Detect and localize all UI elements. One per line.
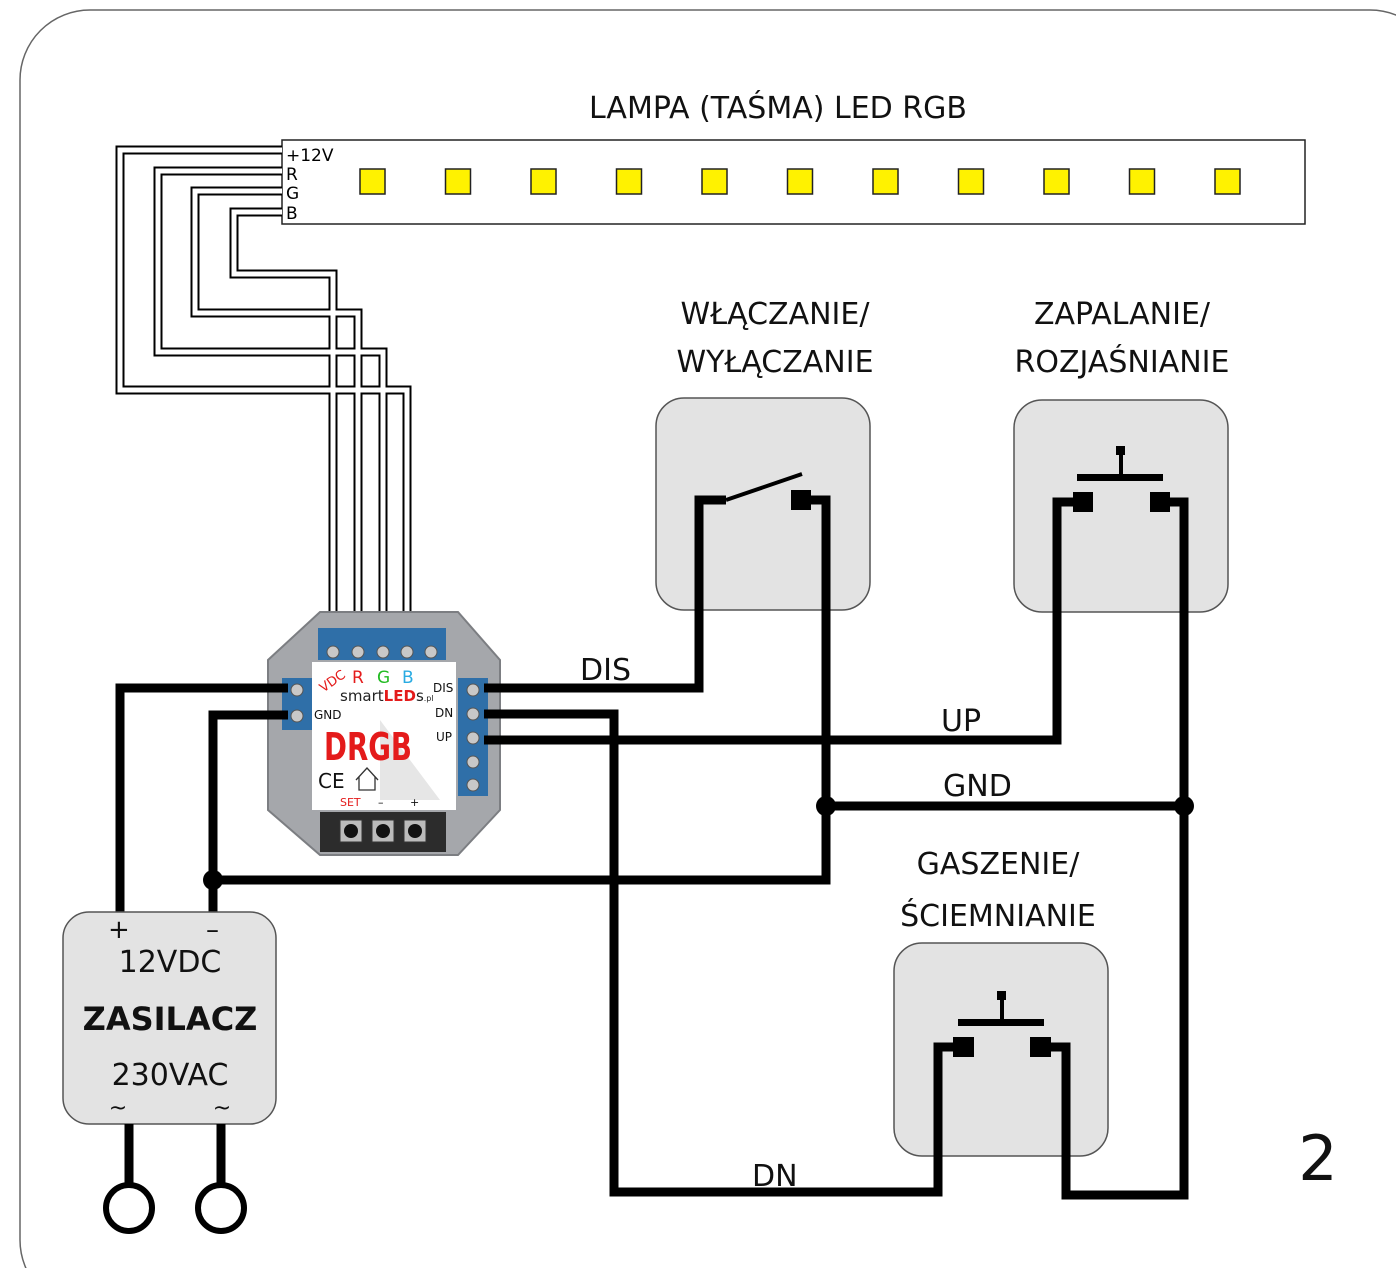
psu-output-label: 12VDC [119,945,222,980]
psu-ac-right: ~ [213,1096,231,1121]
ctrl-btn-plus-label: + [410,796,419,809]
figure-number: 2 [1298,1122,1337,1195]
ctrl-label-dis: DIS [433,681,453,695]
onoff-switch-box [655,397,871,611]
push-button-symbol-up [1073,446,1170,512]
ctrl-btn-set-label: SET [340,796,361,809]
ctrl-label-gnd: GND [314,708,342,722]
led-9 [1043,168,1070,195]
strip-pin-12v: +12V [286,146,334,166]
wire-label-gnd: GND [943,769,1012,804]
led-3 [530,168,557,195]
led-10 [1128,168,1156,195]
power-supply-box [62,911,277,1125]
onoff-label-line2: WYŁĄCZANIE [676,345,873,380]
strip-pin-b: B [286,204,298,224]
signal-wires [115,495,1189,1200]
toggle-switch-symbol [725,472,811,510]
up-label-line2: ROZJAŚNIANIE [1015,343,1230,380]
down-button-box [893,942,1109,1157]
psu-minus-label: – [206,915,219,945]
home-icon [355,767,379,791]
strip-pin-r: R [286,165,298,185]
strip-pin-labels: +12V R G B [286,146,334,224]
push-button-symbol-down [953,991,1051,1057]
ctrl-btn-minus-label: – [378,796,384,809]
strip-title: LAMPA (TAŚMA) LED RGB [589,89,967,126]
strip-wires [115,145,412,628]
psu-name: ZASILACZ [83,1000,258,1038]
led-strip-leds [359,168,1241,195]
wire-label-dn: DN [752,1159,798,1194]
ctrl-label-r: R [352,668,364,688]
drgb-controller: VDC R G B smartLEDs.pl GND DIS DN UP DRG… [267,611,501,856]
led-11 [1214,168,1241,195]
ctrl-label-g: G [377,668,390,688]
wire-junctions [203,796,1194,890]
ctrl-ce-mark: CE [318,769,345,793]
ctrl-label-b: B [402,668,414,688]
ctrl-model: DRGB [324,725,412,769]
ctrl-label-up: UP [436,730,452,744]
ctrl-label-dn: DN [435,706,453,720]
led-6 [786,168,814,195]
led-7 [872,168,899,195]
onoff-label-line1: WŁĄCZANIE/ [681,297,871,332]
strip-pin-g: G [286,184,299,204]
up-label-line1: ZAPALANIE/ [1034,297,1211,332]
psu-ac-left: ~ [109,1096,127,1121]
psu-input-label: 230VAC [112,1058,229,1093]
led-4 [615,168,643,195]
wire-label-up: UP [941,704,981,739]
wire-label-dis: DIS [580,653,631,688]
ctrl-brand: smartLEDs.pl [340,687,434,705]
led-1 [359,168,386,195]
mains-plug-wires [103,1124,247,1234]
led-2 [444,168,472,195]
led-5 [701,168,728,195]
led-8 [957,168,985,195]
down-label-line2: ŚCIEMNIANIE [900,897,1096,934]
up-button-box [1013,399,1229,613]
psu-plus-label: + [108,915,130,945]
down-label-line1: GASZENIE/ [917,847,1081,882]
